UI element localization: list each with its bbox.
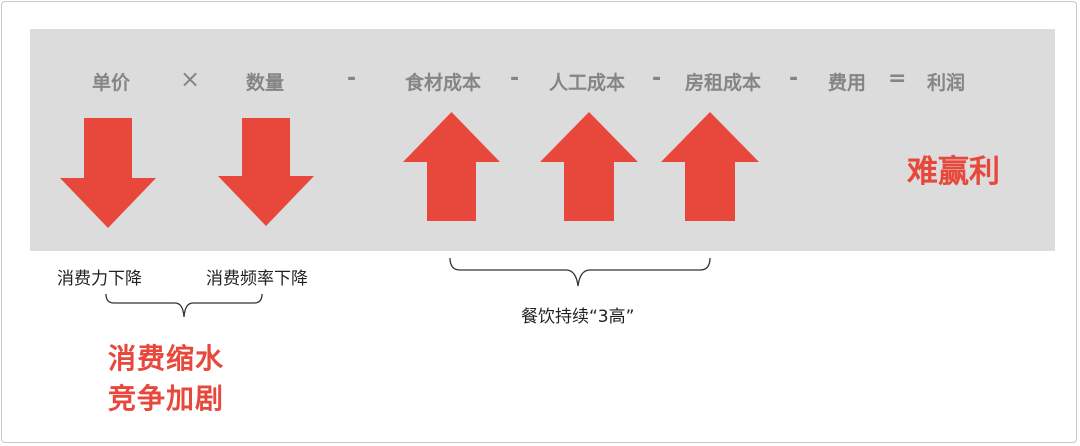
caption-spending-power: 消费力下降 [57, 269, 142, 289]
operator-minus: - [652, 66, 662, 91]
caption-spending-frequency: 消费频率下降 [206, 269, 308, 289]
caption-three-highs: 餐饮持续“3高” [521, 307, 635, 327]
operator-minus: - [347, 66, 357, 91]
conclusion-line-1: 消费缩水 [108, 342, 225, 375]
result-label: 难赢利 [907, 154, 1000, 190]
up-arrow-icon [540, 112, 638, 221]
term-rent-cost: 房租成本 [685, 72, 762, 94]
term-profit: 利润 [927, 72, 966, 94]
brace-icon [105, 293, 263, 318]
term-unit-price: 单价 [92, 72, 131, 94]
brace-icon [449, 257, 711, 287]
term-expenses: 费用 [828, 72, 867, 94]
term-quantity: 数量 [246, 72, 285, 94]
term-food-cost: 食材成本 [405, 72, 482, 94]
operator-equals: = [888, 66, 907, 91]
up-arrow-icon [661, 112, 759, 221]
up-arrow-icon [403, 112, 500, 221]
down-arrow-icon [218, 118, 314, 226]
formula-band [30, 29, 1055, 251]
down-arrow-icon [60, 118, 156, 228]
term-labor-cost: 人工成本 [549, 72, 626, 94]
operator-minus: - [789, 66, 799, 91]
operator-times: × [180, 65, 201, 93]
conclusion-line-2: 竞争加剧 [108, 382, 225, 415]
operator-minus: - [510, 66, 520, 91]
